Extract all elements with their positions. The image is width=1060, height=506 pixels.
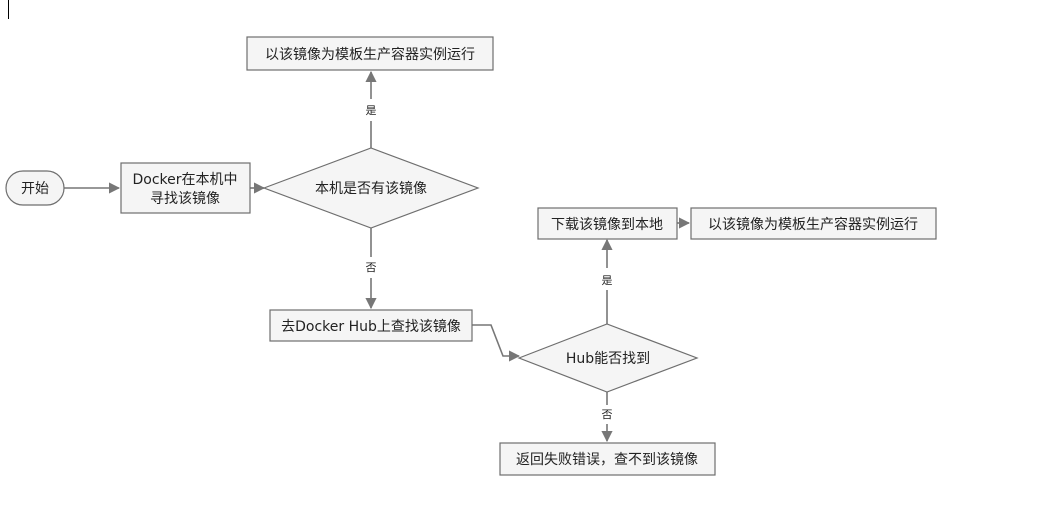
search-hub-box: 去Docker Hub上查找该镜像 — [269, 309, 473, 342]
local-decision-diamond: 本机是否有该镜像 — [262, 147, 480, 229]
start-node: 开始 — [5, 170, 65, 206]
local-decision-label: 本机是否有该镜像 — [315, 181, 427, 197]
label-hub-yes: 是 — [602, 274, 613, 287]
search-hub-label: 去Docker Hub上查找该镜像 — [281, 319, 461, 335]
search-local-label-line2: 寻找该镜像 — [150, 191, 220, 207]
label-local-yes: 是 — [366, 104, 377, 117]
download-label: 下载该镜像到本地 — [551, 217, 663, 233]
run-top-box: 以该镜像为模板生产容器实例运行 — [246, 36, 494, 71]
text-cursor — [8, 0, 9, 19]
search-local-box: Docker在本机中 寻找该镜像 — [120, 162, 251, 214]
run-right-box: 以该镜像为模板生产容器实例运行 — [690, 207, 937, 240]
start-label: 开始 — [21, 181, 49, 197]
hub-decision-diamond: Hub能否找到 — [517, 323, 699, 393]
run-top-label: 以该镜像为模板生产容器实例运行 — [265, 46, 475, 63]
download-box: 下载该镜像到本地 — [537, 207, 678, 240]
run-right-label: 以该镜像为模板生产容器实例运行 — [708, 216, 918, 233]
label-hub-no: 否 — [602, 408, 613, 421]
fail-box: 返回失败错误，查不到该镜像 — [499, 442, 716, 476]
fail-label: 返回失败错误，查不到该镜像 — [516, 452, 698, 468]
search-local-label-line1: Docker在本机中 — [132, 172, 237, 188]
edge-search-hub-to-hub-decision — [472, 324, 521, 362]
label-local-no: 否 — [366, 261, 377, 274]
hub-decision-label: Hub能否找到 — [566, 351, 650, 367]
